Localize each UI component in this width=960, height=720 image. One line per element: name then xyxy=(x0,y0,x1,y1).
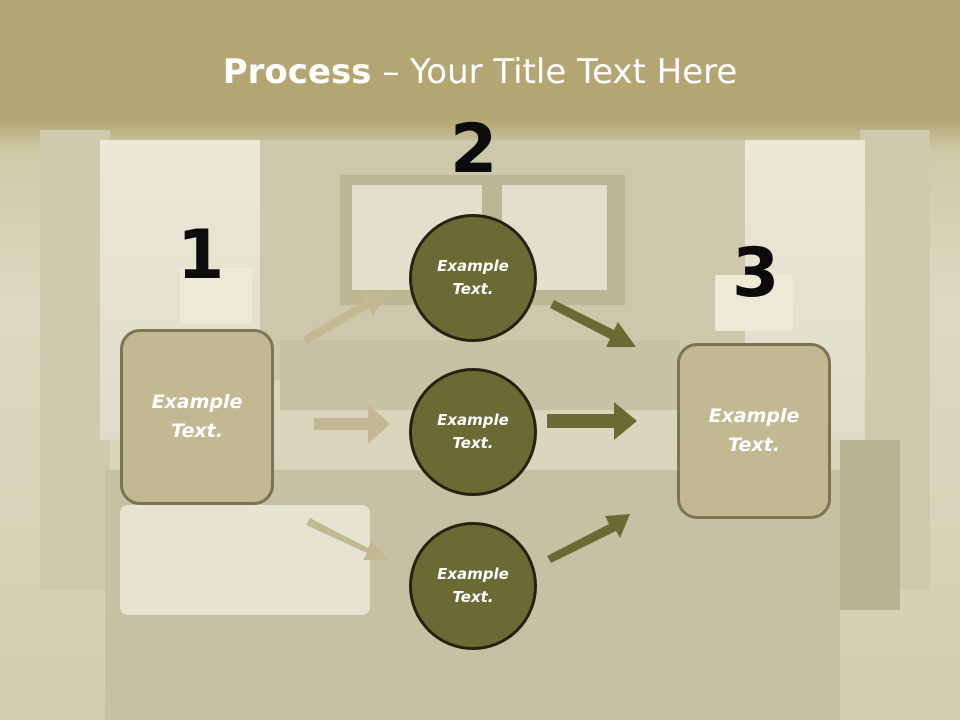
step-box-1-line1: Example xyxy=(151,391,243,413)
step-box-3-line2: Text. xyxy=(728,434,780,456)
background-curtain-left xyxy=(40,130,110,590)
background-lamp-left xyxy=(180,268,252,324)
circle-middle-line1: Example xyxy=(437,411,509,429)
step-number-2: 2 xyxy=(450,110,498,189)
circle-top-line1: Example xyxy=(437,257,509,275)
step-number-3: 3 xyxy=(732,234,780,313)
circle-bottom-line2: Text. xyxy=(452,588,494,606)
circle-bottom-line1: Example xyxy=(437,565,509,583)
arrow-right-down xyxy=(550,300,636,347)
circle-middle-line2: Text. xyxy=(452,434,494,452)
arrow-left-up xyxy=(303,292,390,344)
step-box-3-line1: Example xyxy=(708,405,800,427)
title-rest: – Your Title Text Here xyxy=(371,52,738,92)
step-number-1: 1 xyxy=(177,216,225,295)
circle-top-line2: Text. xyxy=(452,280,494,298)
arrow-left-middle xyxy=(314,404,390,444)
arrow-left-down xyxy=(306,518,390,560)
step-box-1-line2: Text. xyxy=(171,420,223,442)
slide-title: Process – Your Title Text Here xyxy=(0,52,960,92)
arrow-right-middle xyxy=(547,402,637,440)
title-bold: Process xyxy=(222,52,372,92)
background-blanket xyxy=(120,505,370,615)
arrow-right-up xyxy=(547,514,630,563)
background-nightstand xyxy=(840,440,900,610)
background-lamp-right xyxy=(715,275,793,331)
